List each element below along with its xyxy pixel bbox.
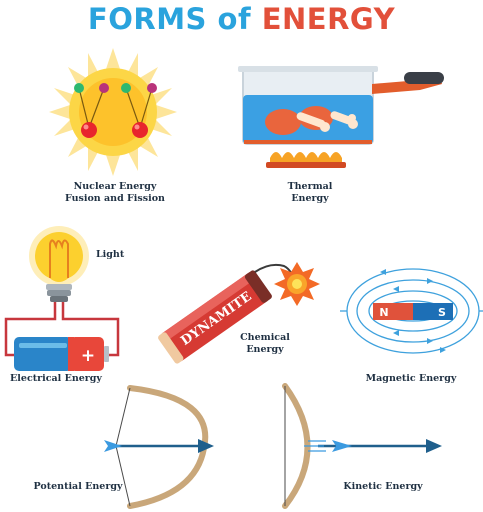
chemical-label-line1: Chemical (240, 332, 290, 343)
potential-label: Potential Energy (33, 481, 123, 492)
electrical-label: Electrical Energy (10, 373, 102, 384)
thermal-label-line2: Energy (291, 193, 329, 204)
atom-icon (74, 83, 157, 138)
page-title: FORMS of ENERGY (0, 2, 483, 36)
title-part2: ENERGY (261, 2, 396, 36)
chemical-label-line2: Energy (246, 344, 284, 355)
spark-icon (274, 262, 320, 306)
light-label: Light (96, 249, 125, 260)
bow-released-icon (282, 383, 311, 509)
magnet-n-label: N (379, 306, 388, 319)
magnet-s-label: S (438, 306, 446, 319)
pot-icon (238, 66, 444, 145)
nuclear-label-line1: Nuclear Energy (73, 181, 157, 192)
flying-arrow-icon (304, 439, 442, 453)
magnetic-label: Magnetic Energy (365, 373, 457, 384)
battery-plus: + (81, 346, 95, 366)
bulb-icon (29, 226, 89, 302)
chemical-label: Chemical Energy (230, 332, 300, 356)
magnet-icon: N S (373, 303, 453, 320)
title-part1: FORMS of (87, 2, 262, 36)
arrow-icon (104, 439, 214, 453)
battery-icon: + (14, 337, 109, 371)
wire-icon (4, 302, 120, 357)
sun-icon (49, 48, 177, 176)
flame-icon (266, 152, 346, 168)
thermal-label: Thermal Energy (270, 181, 350, 205)
thermal-label-line1: Thermal (287, 181, 333, 192)
kinetic-label: Kinetic Energy (343, 481, 423, 492)
nuclear-label: Nuclear Energy Fusion and Fission (60, 181, 170, 205)
nuclear-label-line2: Fusion and Fission (65, 193, 165, 204)
